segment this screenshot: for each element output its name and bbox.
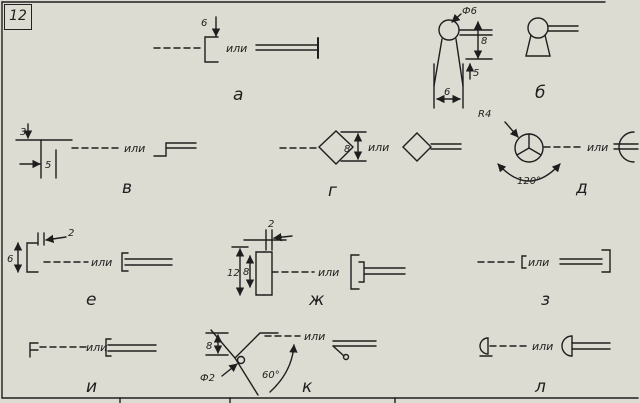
- figure-v: [15, 123, 197, 179]
- figure-a: [153, 16, 319, 63]
- dim-k-60: 60°: [262, 370, 280, 381]
- figure-d: [497, 121, 639, 182]
- dim-b-8: 8: [481, 36, 487, 47]
- figure-i: [29, 338, 157, 358]
- or-word-l: или: [532, 340, 553, 353]
- dim-a-6: 6: [201, 18, 207, 29]
- figure-k: [205, 329, 377, 396]
- dim-k-phi2: Ф2: [200, 373, 215, 384]
- figure-z: [477, 249, 611, 273]
- dim-e-2: 2: [68, 228, 74, 239]
- dim-v-3: 3: [20, 127, 26, 138]
- figure-z-label: з: [541, 290, 550, 310]
- dim-zh-2: 2: [268, 219, 274, 230]
- figure-g-label: г: [328, 181, 337, 201]
- figure-v-label: в: [122, 178, 132, 198]
- dim-b-5: 5: [473, 68, 479, 79]
- figure-i-label: и: [86, 377, 97, 397]
- dim-zh-12: 12: [227, 268, 240, 279]
- dim-d-r4: R4: [478, 109, 491, 120]
- dim-e-6: 6: [7, 254, 13, 265]
- dim-b-phi6: Ф6: [462, 6, 477, 17]
- or-word-d: или: [587, 141, 608, 154]
- dim-d-120: 120°: [517, 176, 541, 187]
- dim-g-8: 8: [344, 144, 350, 155]
- figure-e-label: е: [86, 290, 96, 310]
- figure-l-label: л: [534, 377, 546, 397]
- dim-k-8: 8: [206, 341, 212, 352]
- or-word-k: или: [304, 330, 325, 343]
- figure-zh: [231, 229, 406, 296]
- figure-zh-label: ж: [308, 290, 325, 310]
- or-word-z: или: [528, 256, 549, 269]
- dim-v-5: 5: [45, 160, 51, 171]
- or-word-e: или: [91, 256, 112, 269]
- figure-b: [433, 13, 579, 109]
- figure-k-label: к: [302, 377, 313, 397]
- dim-zh-8: 8: [243, 267, 249, 278]
- figure-l: [479, 335, 611, 357]
- figure-d-label: д: [575, 178, 588, 198]
- figure-e: [13, 232, 173, 273]
- sheet-number: 12: [4, 4, 32, 30]
- or-word-a: или: [226, 42, 247, 55]
- or-word-g: или: [368, 141, 389, 154]
- dim-b-6: 6: [444, 87, 450, 98]
- figure-a-label: а: [233, 85, 243, 105]
- or-word-i: или: [86, 341, 107, 354]
- or-word-zh: или: [318, 266, 339, 279]
- figure-b-label: б: [535, 83, 545, 103]
- figure-g: [279, 130, 462, 165]
- or-word-v: или: [124, 142, 145, 155]
